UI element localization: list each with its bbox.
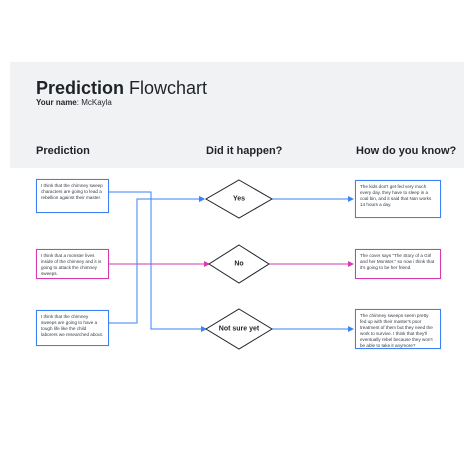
evidence-box-2: The cover says "The Story of a Girl and … [355,249,441,279]
connector-pred1-to-yes [109,191,205,202]
column-header-did-it-happen: Did it happen? [206,145,283,157]
column-header-prediction: Prediction [36,145,90,157]
evidence-box-3: The chimney sweeps seem pretty fed up wi… [355,309,441,349]
connector-pred1-to-not-sure [150,199,207,332]
page-title-rest: Flowchart [124,78,208,98]
diamond-no [208,244,270,284]
header-band [10,62,464,168]
outcome-label-not-sure-yet: Not sure yet [218,325,260,333]
diamond-not-sure-yet [205,308,273,350]
diamond-yes [204,179,274,219]
name-line: Your name: McKayla [36,98,112,107]
prediction-box-1: I think that the chimney sweep character… [36,179,109,213]
page-title: Prediction Flowchart [36,78,207,99]
name-label: Your name [36,98,77,107]
prediction-box-3: I think that the chimney sweeps are goin… [36,310,109,346]
column-header-how-do-you-know: How do you know? [356,145,457,157]
outcome-label-yes: Yes [232,195,246,203]
connector-pred3-to-yes [109,196,205,324]
page-title-bold: Prediction [36,78,125,98]
prediction-box-2: I think that a monster lives inside of t… [36,249,109,279]
outcome-label-no: No [234,260,244,268]
evidence-box-1: The kids don't get fed very much every d… [355,180,441,218]
name-value: : McKayla [76,98,112,107]
